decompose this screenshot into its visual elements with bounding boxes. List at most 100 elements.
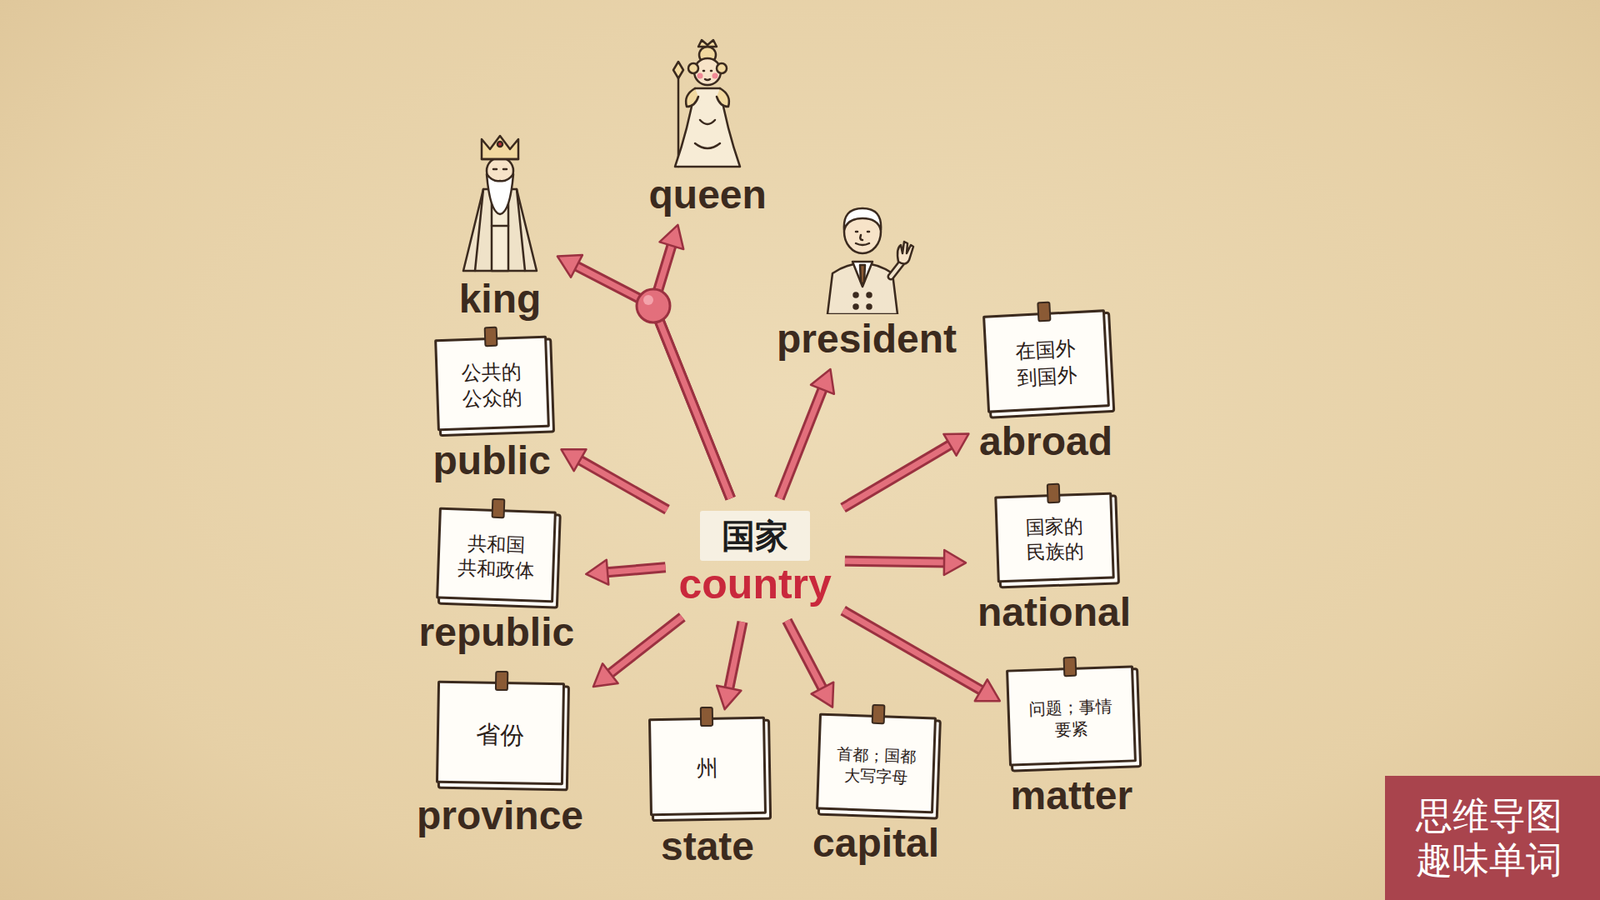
figure-stroke [860, 265, 865, 285]
english-word: matter [1007, 774, 1137, 819]
english-word: capital [809, 821, 943, 866]
watermark-text: 思维导图 趣味单词 [1415, 794, 1570, 883]
president-figure [812, 193, 921, 315]
sticky-note: 共和国 共和政体 [435, 506, 557, 603]
figure-stroke [703, 70, 712, 80]
figure-word: president [773, 193, 960, 362]
chinese-meaning: 公共的 公众的 [459, 358, 525, 413]
figure-stroke [486, 174, 514, 215]
note-word: 首都；国都 大写字母 capital [809, 715, 943, 866]
arrow-shaft [845, 560, 948, 563]
english-word: queen [645, 173, 770, 218]
arrow-head [561, 449, 587, 471]
arrow-head [716, 685, 741, 710]
arrow [585, 560, 665, 585]
note-word: 在国外 到国外abroad [975, 312, 1116, 465]
sticky-note: 公共的 公众的 [434, 335, 550, 431]
arrow-outline [843, 610, 985, 693]
arrow-shaft [779, 386, 824, 499]
figure-stroke [852, 261, 873, 287]
arrow-outline [728, 621, 743, 691]
note-word: 州 state [649, 717, 766, 870]
chinese-meaning: 州 [694, 754, 721, 783]
king-figure [450, 132, 550, 275]
arrow [845, 550, 966, 575]
figure-stroke [844, 208, 881, 230]
sticky-note: 省份 [435, 680, 565, 786]
arrow-head [944, 550, 966, 575]
arrow-outline [779, 386, 824, 499]
arrow-outline [577, 458, 668, 510]
note-pin [494, 670, 508, 691]
arrow-shaft [843, 443, 954, 509]
figure-word: queen [645, 36, 770, 218]
figure-stroke [491, 224, 509, 227]
arrow-outline [843, 443, 954, 509]
figure-stroke [854, 293, 859, 298]
figure-stroke [463, 135, 537, 271]
english-word: province [413, 794, 587, 839]
note-word: 共和国 共和政体republic [415, 509, 579, 655]
figure-stroke [497, 141, 503, 147]
chinese-meaning: 首都；国都 大写字母 [834, 743, 918, 788]
english-word: state [657, 825, 758, 870]
arrow-head [810, 369, 835, 395]
sticky-note: 首都；国都 大写字母 [815, 712, 937, 814]
note-pin [700, 706, 714, 727]
english-word: president [773, 317, 960, 362]
figure-stroke [716, 63, 727, 74]
figure-stroke [827, 208, 914, 315]
arrow-shaft [728, 621, 743, 691]
note-pin [870, 703, 885, 725]
arrow-outline [786, 620, 824, 692]
arrow-outline [607, 616, 683, 675]
central-topic: 国家country [679, 510, 832, 610]
note-pin [1035, 301, 1050, 323]
figure-stroke [698, 40, 717, 47]
figure-stroke [860, 235, 863, 240]
figure-stroke [688, 63, 699, 74]
figure-stroke [516, 189, 525, 271]
figure-stroke [493, 167, 507, 170]
english-word: king [455, 277, 545, 322]
figure-stroke [695, 120, 720, 149]
hub-shine [643, 295, 654, 305]
note-word: 省份 province [413, 681, 587, 839]
arrow-shaft [604, 567, 666, 573]
figure-stroke [673, 40, 740, 167]
figure-stroke [716, 88, 730, 107]
arrow-head [593, 663, 619, 687]
arrow-shaft [607, 616, 683, 675]
figure-stroke [481, 157, 519, 160]
figure-stroke [475, 189, 484, 271]
english-word: public [430, 439, 555, 484]
arrow-head [557, 255, 583, 278]
figure-stroke [712, 72, 719, 79]
chinese-meaning: 在国外 到国外 [1012, 335, 1080, 391]
arrow [593, 616, 683, 687]
note-word: 公共的 公众的 public [430, 337, 555, 484]
arrow-outline [573, 265, 730, 499]
figure-stroke [481, 135, 519, 160]
figure-stroke [897, 241, 914, 265]
figure-stroke [685, 88, 699, 107]
sticky-note: 问题；事情 要紧 [1005, 665, 1137, 766]
figure-stroke [867, 305, 872, 310]
arrow-head [811, 682, 835, 708]
note-word: 国家的 民族的national [974, 494, 1135, 635]
note-pin [483, 325, 498, 347]
queen-figure [661, 36, 754, 170]
chinese-meaning: 省份 [473, 719, 527, 752]
watermark-box: 思维导图 趣味单词 [1385, 775, 1600, 900]
arrow [786, 620, 834, 708]
arrow [716, 621, 743, 710]
note-pin [1045, 482, 1060, 504]
chinese-meaning: 国家的 民族的 [1022, 513, 1086, 565]
note-word: 问题；事情 要紧 matter [1007, 667, 1137, 819]
arrow-head [585, 560, 609, 585]
english-title: country [679, 560, 832, 610]
arrow-head [975, 679, 1000, 701]
arrow-head [660, 225, 685, 250]
